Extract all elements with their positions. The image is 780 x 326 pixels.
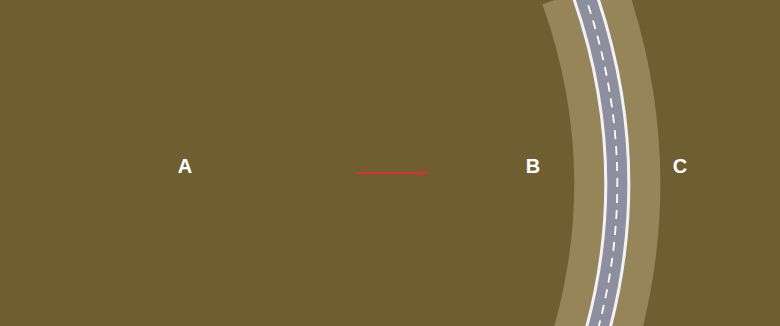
road-edge: [583, 0, 617, 326]
habitat-patch: B: [433, 58, 598, 262]
patch-letter: B: [526, 155, 540, 177]
patch-outline: [433, 58, 598, 262]
habitat-patch: A: [33, 62, 363, 266]
road-centerline: [583, 0, 617, 326]
patch-letter: A: [178, 155, 192, 177]
change-arrow: [357, 172, 427, 174]
road-surface: [583, 0, 617, 326]
patch-outline: [33, 62, 363, 266]
patch-shape: [440, 67, 598, 253]
habitat-patch: C: [598, 58, 758, 262]
patch-shape: [598, 67, 751, 253]
patch-shape: [40, 69, 355, 256]
patch-letter: C: [673, 155, 687, 177]
road-corridor: [583, 0, 617, 326]
